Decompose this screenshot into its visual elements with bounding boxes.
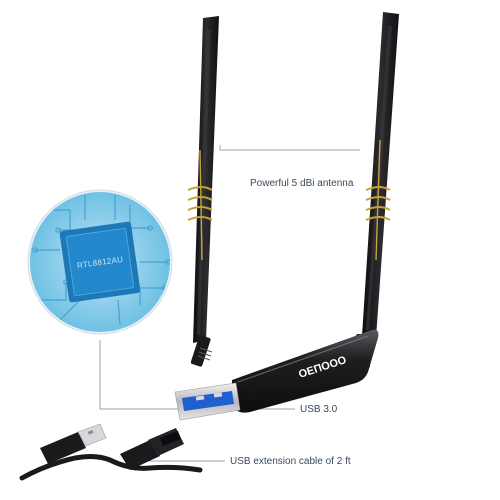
chip-closeup: RTL8812AU — [27, 189, 173, 335]
antenna-leader-line — [219, 145, 360, 151]
chip: RTL8812AU — [59, 221, 141, 303]
antenna-callout-label: Powerful 5 dBi antenna — [250, 178, 354, 189]
cable-male-connector — [40, 423, 107, 464]
usb-plug — [174, 382, 241, 421]
right-antenna — [356, 12, 399, 368]
left-antenna — [187, 16, 219, 367]
usb-extension-cable — [19, 423, 203, 481]
right-antenna-coil — [365, 186, 391, 221]
left-antenna-coil — [187, 186, 213, 221]
cable-female-connector — [120, 428, 184, 470]
cable-callout-label: USB extension cable of 2 ft — [230, 456, 351, 467]
usb-callout-label: USB 3.0 — [300, 404, 338, 415]
adapter-body: ОЕПООО — [232, 329, 379, 413]
